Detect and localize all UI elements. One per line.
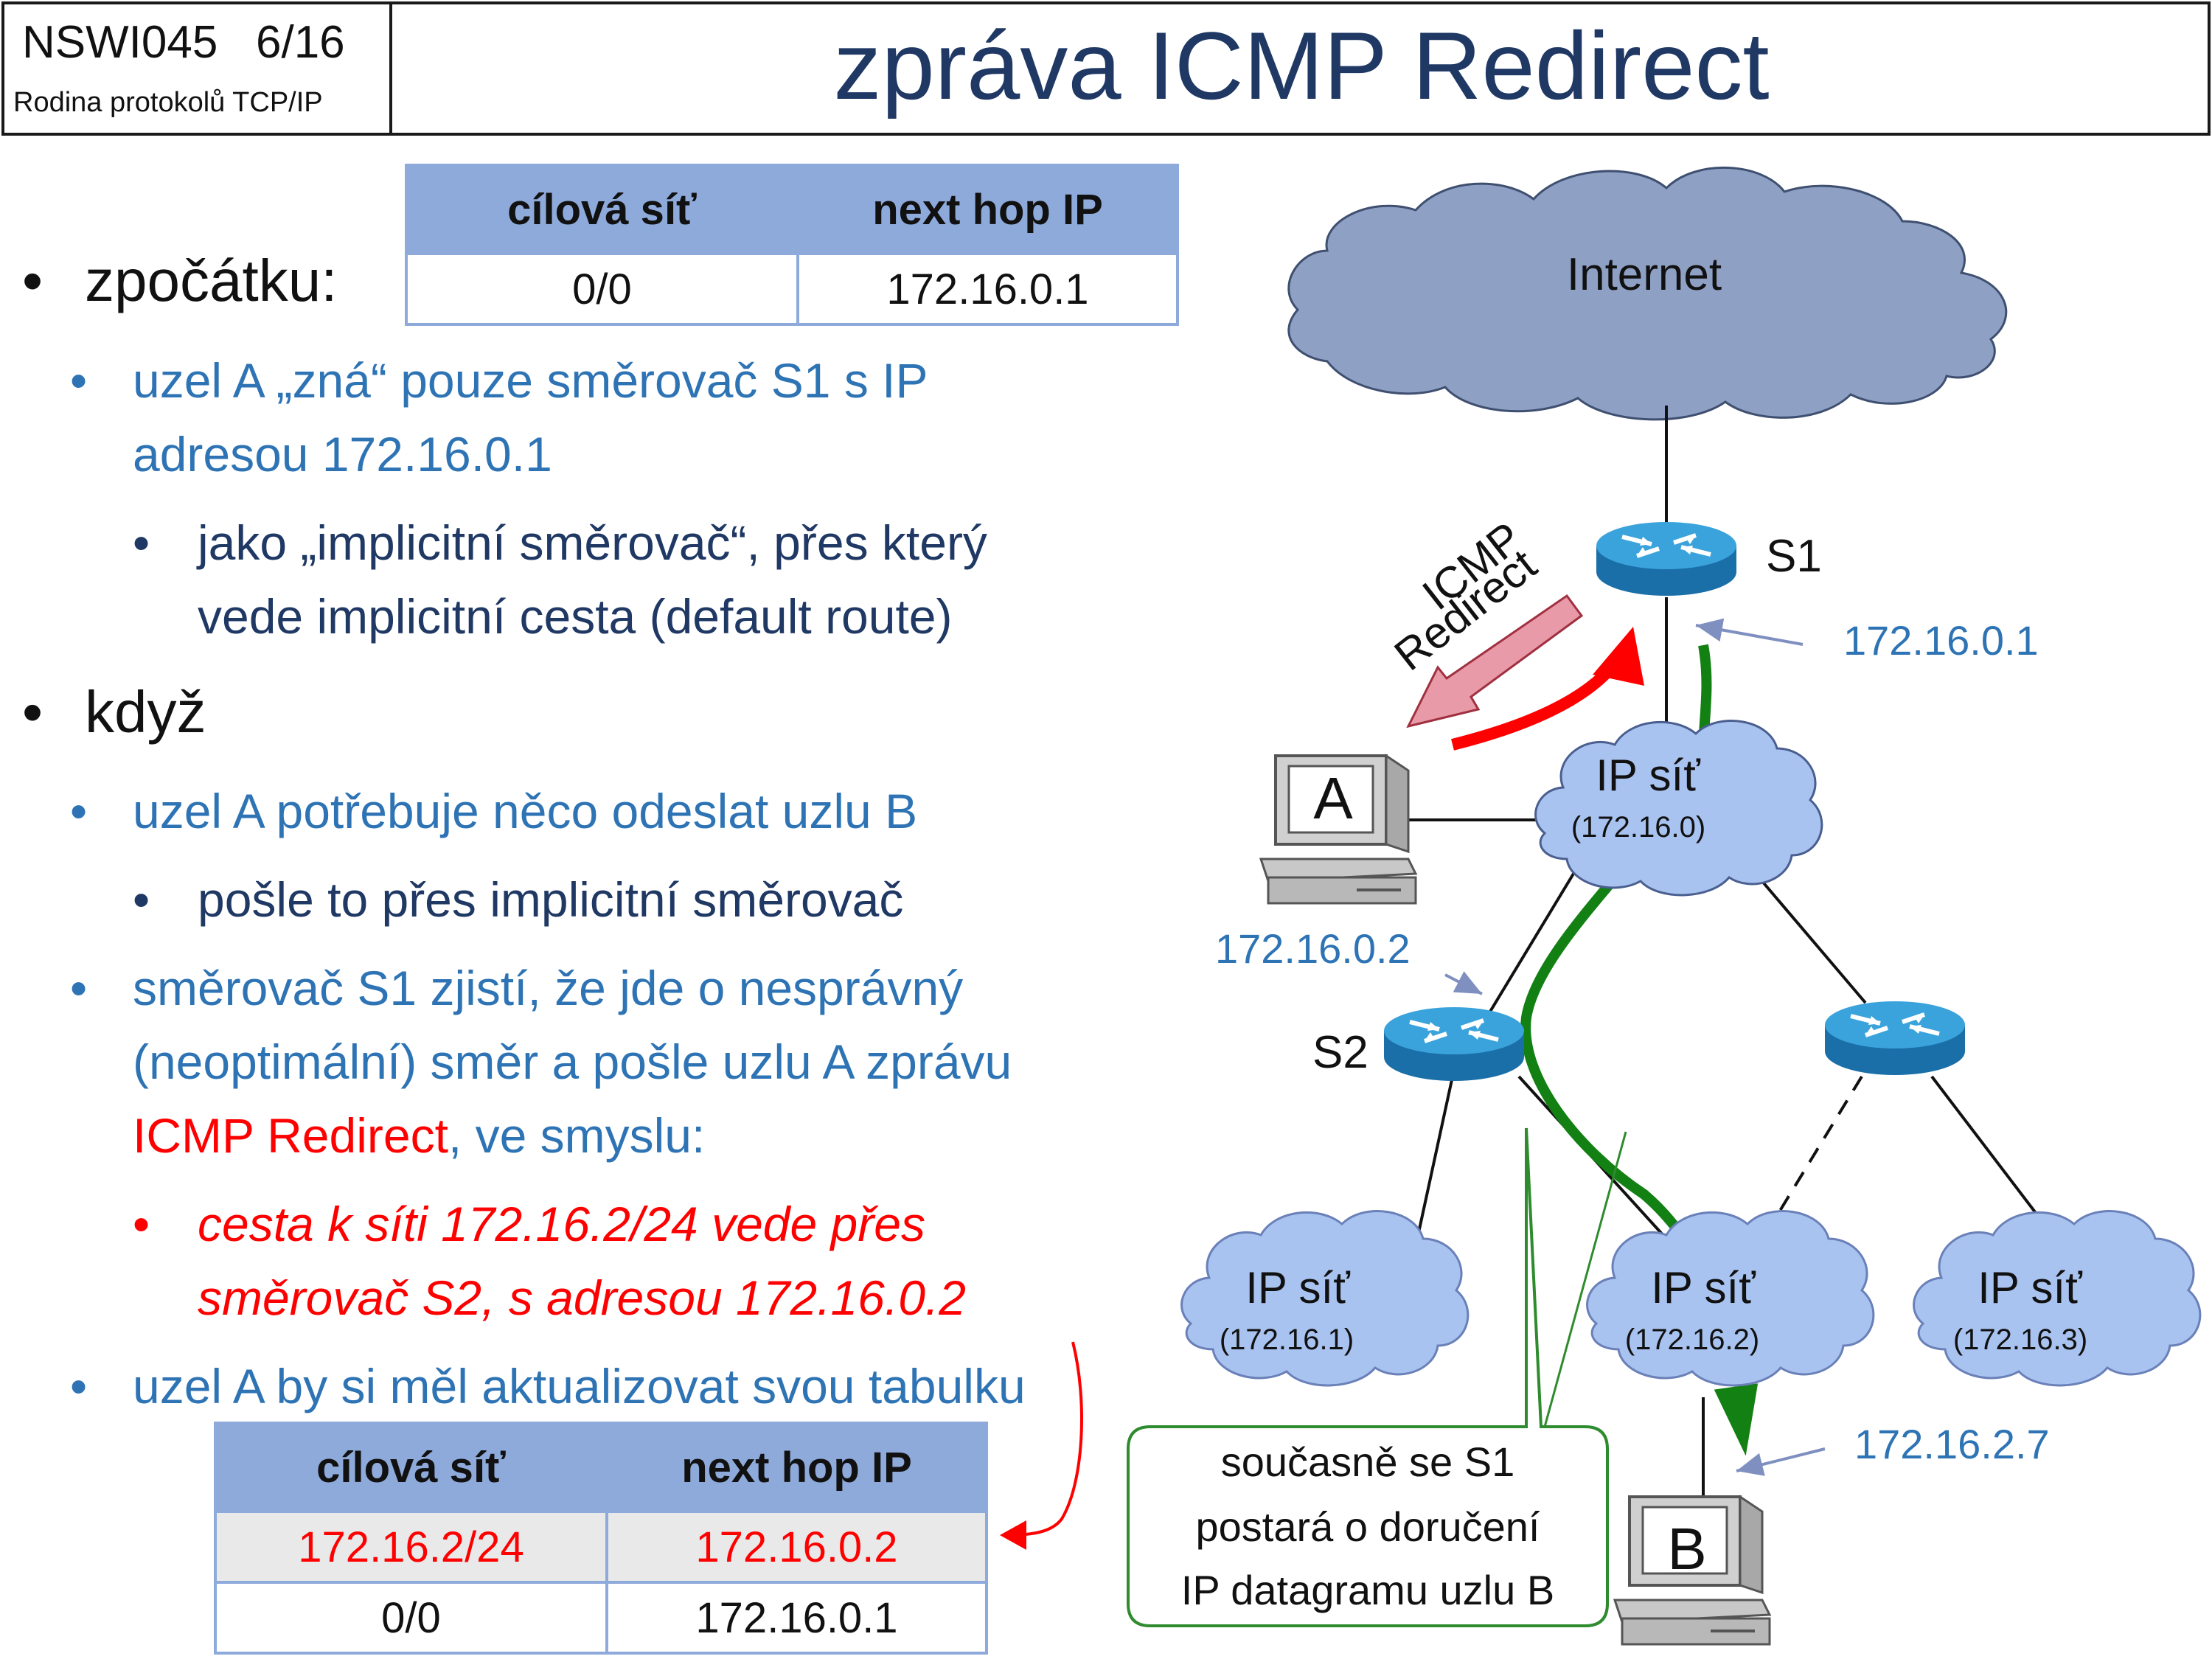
- table-cell: 172.16.0.1: [605, 1581, 988, 1655]
- net-172-16-0-cloud: [1534, 720, 1823, 897]
- internet-cloud: [1287, 166, 2008, 421]
- bullet-text: uzel A potřebuje něco odeslat uzlu B: [133, 784, 918, 838]
- header-title-box: [392, 1, 2211, 136]
- bullet-dot: •: [22, 679, 44, 745]
- s2-ip-label: 172.16.0.2: [1215, 925, 1411, 972]
- table-header: next hop IP: [605, 1422, 988, 1513]
- internet-label: Internet: [1567, 249, 1722, 300]
- net-172-16-1-sub: (172.16.1): [1220, 1324, 1354, 1356]
- request-red-arrow: [1451, 659, 1620, 751]
- bullet-text-line: ICMP Redirect, ve smyslu:: [133, 1099, 705, 1172]
- net-172-16-1-label: IP síť: [1245, 1263, 1350, 1312]
- net-172-16-0-sub: (172.16.0): [1571, 811, 1705, 844]
- page-title: zpráva ICMP Redirect: [833, 12, 1770, 119]
- datagram-arrowhead: [1714, 1383, 1759, 1456]
- table-cell: 172.16.0.1: [796, 252, 1179, 326]
- callout-box: [1127, 1127, 1609, 1627]
- s1-ip-label: 172.16.0.1: [1843, 617, 2039, 664]
- table-cell: 0/0: [405, 252, 799, 326]
- bullet-dot: •: [70, 784, 88, 838]
- course-label: NSWI045 6/16: [22, 17, 345, 68]
- router-s1-label: S1: [1766, 531, 1822, 582]
- router-s2-label: S2: [1312, 1027, 1368, 1078]
- bullet-dot: •: [70, 353, 88, 408]
- net-172-16-3-label: IP síť: [1978, 1263, 2082, 1312]
- callout-line-2: postará o doručení: [1196, 1503, 1540, 1550]
- bullet-text: pošle to přes implicitní směrovač: [198, 872, 904, 927]
- host-b-label: B: [1667, 1516, 1706, 1582]
- table-cell: 0/0: [214, 1581, 608, 1655]
- bullet-text: vede implicitní cesta (default route): [198, 589, 953, 644]
- router-s3-icon: [1825, 1001, 1965, 1075]
- bullet-text-red: směrovač S2, s adresou 172.16.0.2: [198, 1270, 966, 1325]
- s2-ip-pointer: [1444, 971, 1483, 995]
- b-ip-label: 172.16.2.7: [1854, 1421, 2050, 1467]
- bullet-text: jako „implicitní směrovač“, přes který: [198, 515, 987, 570]
- bullet-text: , ve smyslu:: [448, 1108, 706, 1163]
- bullet-text: adresou 172.16.0.1: [133, 427, 552, 481]
- table-header: cílová síť: [214, 1422, 608, 1513]
- bullet-dot: •: [133, 515, 150, 570]
- net-172-16-3-cloud: [1913, 1210, 2202, 1387]
- routing-table-updated: cílová síť next hop IP 172.16.2/24 172.1…: [214, 1422, 988, 1655]
- net-172-16-1-cloud: [1180, 1210, 1470, 1387]
- host-a-label: A: [1313, 765, 1353, 831]
- bullet-dot: •: [133, 872, 150, 927]
- icmp-redirect-highlight: ICMP Redirect: [133, 1108, 448, 1163]
- request-red-arrowhead: [1593, 627, 1644, 686]
- callout-line-1: současně se S1: [1221, 1439, 1514, 1485]
- bullet-text: uzel A by si měl aktualizovat svou tabul…: [133, 1359, 1026, 1413]
- icmp-redirect-pink-arrow: [1406, 594, 1584, 728]
- bullet-text: (neoptimální) směr a pošle uzlu A zprávu: [133, 1034, 1012, 1089]
- table-header: next hop IP: [796, 164, 1179, 255]
- bullet-dot: •: [22, 248, 44, 313]
- net-172-16-2-cloud: [1586, 1210, 1875, 1387]
- net-172-16-2-sub: (172.16.2): [1625, 1324, 1759, 1356]
- router-s1-icon: [1596, 522, 1736, 596]
- router-s2-icon: [1384, 1007, 1524, 1081]
- bullet-kdyz: když: [85, 679, 206, 745]
- s1-ip-pointer: [1695, 618, 1804, 646]
- bullet-dot: •: [133, 1197, 150, 1251]
- bullet-dot: •: [70, 961, 88, 1015]
- course-subtitle: Rodina protokolů TCP/IP: [13, 87, 323, 118]
- net-172-16-3-sub: (172.16.3): [1953, 1324, 2087, 1356]
- table-cell: 172.16.2/24: [214, 1510, 608, 1584]
- header-box: [1, 1, 392, 136]
- bullet-text: uzel A „zná“ pouze směrovač S1 s IP: [133, 353, 928, 408]
- table-cell: 172.16.0.2: [605, 1510, 988, 1584]
- net-172-16-0-label: IP síť: [1596, 751, 1700, 800]
- bullet-dot: •: [70, 1359, 88, 1413]
- routing-table-initial: cílová síť next hop IP 0/0 172.16.0.1: [405, 164, 1179, 326]
- bullet-zpocatku: zpočátku:: [85, 248, 338, 313]
- net-172-16-2-label: IP síť: [1651, 1263, 1756, 1312]
- bullet-text-red: cesta k síti 172.16.2/24 vede přes: [198, 1197, 925, 1251]
- bullet-text: směrovač S1 zjistí, že jde o nesprávný: [133, 961, 964, 1015]
- callout-line-3: IP datagramu uzlu B: [1181, 1567, 1554, 1613]
- table-header: cílová síť: [405, 164, 799, 255]
- b-ip-pointer: [1736, 1447, 1826, 1476]
- table-update-connector: [1000, 1341, 1083, 1550]
